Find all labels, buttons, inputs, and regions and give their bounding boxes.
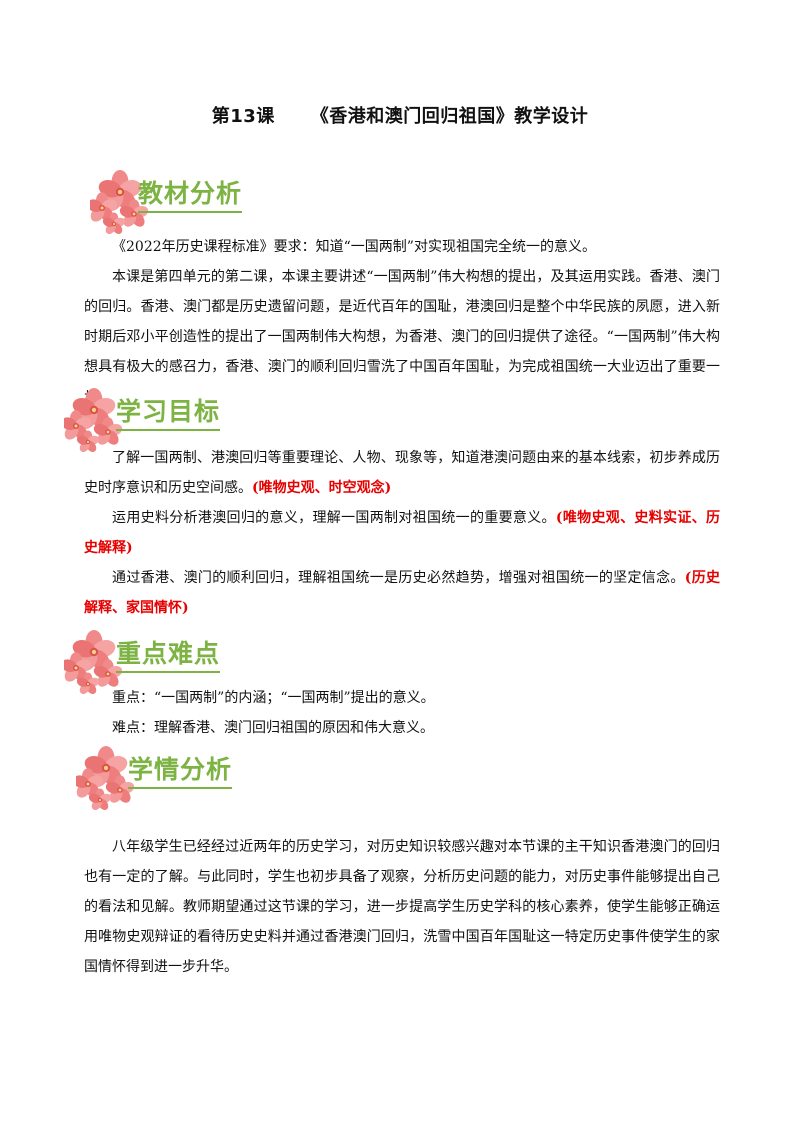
learning-goal-1: 了解一国两制、港澳回归等重要理论、人物、现象等，知道港澳问题由来的基本线索，初步… (84, 450, 720, 496)
core-literacy-tag: (唯物史观、时空观念) (252, 480, 392, 496)
section-heading-textbook-analysis: 教材分析 (90, 168, 290, 228)
learning-goal-2: 运用史料分析港澳回归的意义，理解一国两制对祖国统一的重要意义。(唯物史观、史料实… (84, 510, 721, 556)
difficult-point-paragraph: 难点：理解香港、澳门回归祖国的原因和伟大意义。 (112, 720, 434, 736)
core-literacy-tag: (历史解释、家国情怀) (84, 570, 721, 616)
lesson-title: 《香港和澳门回归祖国》教学设计 (310, 106, 589, 127)
key-point-paragraph: 重点：“一国两制”的内涵；“一国两制”提出的意义。 (112, 690, 435, 706)
section-heading-learning-goals: 学习目标 (64, 386, 264, 446)
lesson-number: 第13课 (211, 106, 275, 127)
section-heading-key-points: 重点难点 (64, 628, 264, 688)
learning-goal-3: 通过香港、澳门的顺利回归，理解祖国统一是历史必然趋势，增强对祖国统一的坚定信念。… (84, 570, 721, 616)
section-heading-student-analysis: 学情分析 (76, 744, 276, 804)
heading-text: 学情分析 (128, 750, 233, 789)
heading-text: 学习目标 (116, 392, 221, 431)
page-title: 第13课 《香港和澳门回归祖国》教学设计 (0, 102, 800, 128)
textbook-analysis-paragraph: 本课是第四单元的第二课，本课主要讲述“一国两制”伟大构想的提出，及其运用实践。香… (84, 269, 720, 405)
curriculum-standard-paragraph: 《2022年历史课程标准》要求：知道“一国两制”对实现祖国完全统一的意义。 (112, 239, 596, 255)
core-literacy-tag: (唯物史观、史料实证、历史解释) (84, 510, 721, 556)
heading-text: 重点难点 (116, 634, 221, 673)
heading-text: 教材分析 (138, 174, 243, 213)
student-analysis-paragraph: 八年级学生已经经过近两年的历史学习，对历史知识较感兴趣对本节课的主干知识香港澳门… (84, 839, 720, 975)
